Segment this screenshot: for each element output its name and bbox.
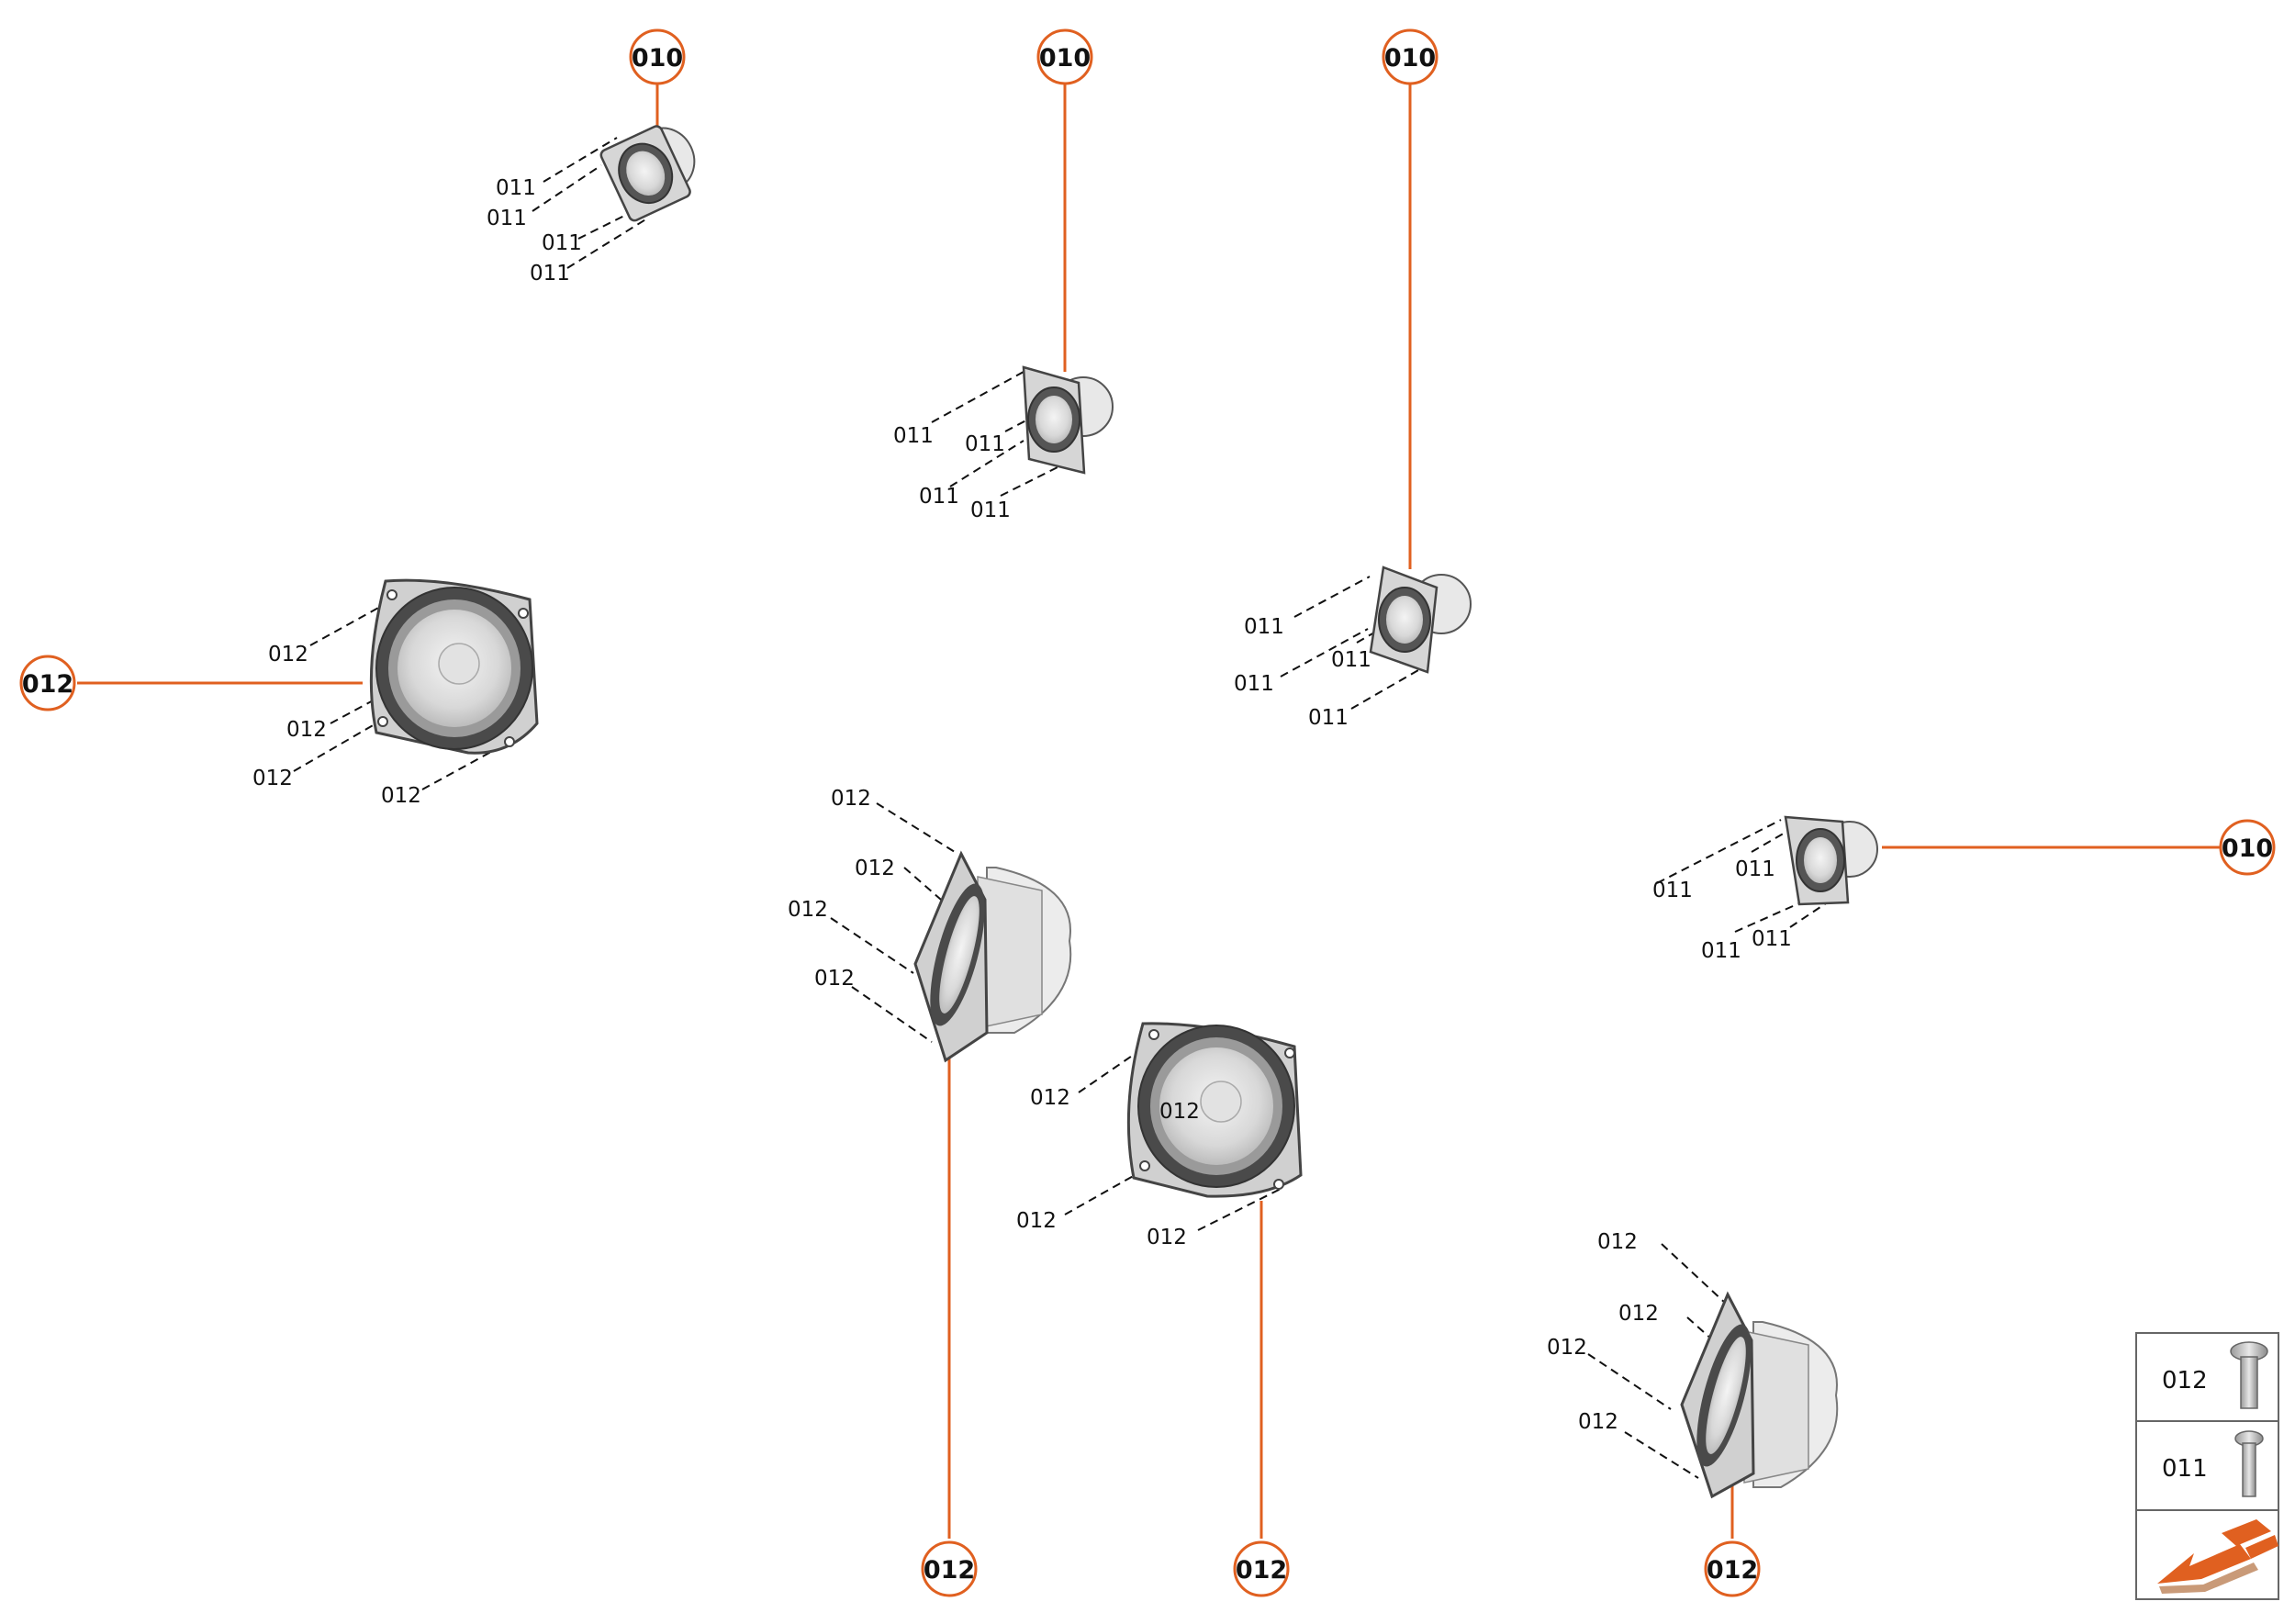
label-012: 012 <box>268 643 308 666</box>
label-012: 012 <box>1016 1209 1057 1233</box>
svg-text:012: 012 <box>1236 1556 1287 1585</box>
tweeter-speaker-4[interactable] <box>1784 815 1878 906</box>
label-011: 011 <box>542 231 582 255</box>
label-012: 012 <box>1597 1230 1638 1254</box>
parts-legend: 012 011 <box>2135 1332 2279 1600</box>
label-012: 012 <box>1547 1336 1587 1360</box>
label-012: 012 <box>1030 1086 1070 1110</box>
svg-text:010: 010 <box>1039 44 1091 73</box>
screw-large-icon <box>2230 1341 2268 1409</box>
label-011: 011 <box>1752 927 1792 951</box>
svg-text:010: 010 <box>1384 44 1436 73</box>
woofer-speaker-2[interactable] <box>913 850 1072 1063</box>
tweeter-speaker-3[interactable] <box>1369 566 1472 674</box>
legend-row-012[interactable]: 012 <box>2162 1341 2268 1409</box>
label-012: 012 <box>1147 1226 1187 1249</box>
label-012: 012 <box>855 857 895 880</box>
leader-lines <box>77 80 2220 1539</box>
label-012: 012 <box>1159 1100 1200 1124</box>
label-011: 011 <box>530 262 570 286</box>
label-012: 012 <box>788 898 828 922</box>
label-011: 011 <box>1735 857 1775 881</box>
svg-text:011: 011 <box>2162 1455 2208 1483</box>
woofer-speaker-3[interactable] <box>1126 1022 1303 1198</box>
label-011: 011 <box>1652 879 1693 902</box>
callout-010-b[interactable]: 010 <box>1036 28 1093 85</box>
svg-text:012: 012 <box>924 1556 975 1585</box>
label-011: 011 <box>965 432 1005 456</box>
label-011: 011 <box>487 207 527 230</box>
svg-text:010: 010 <box>632 44 683 73</box>
label-011: 011 <box>970 498 1011 522</box>
woofer-speaker-4[interactable] <box>1680 1291 1839 1499</box>
woofer-speaker-1[interactable] <box>369 578 539 755</box>
label-012: 012 <box>1618 1302 1659 1326</box>
label-011: 011 <box>893 424 934 448</box>
screw-small-icon <box>2234 1430 2264 1497</box>
callout-012-c[interactable]: 012 <box>1233 1540 1290 1597</box>
label-011: 011 <box>1308 706 1349 730</box>
label-012: 012 <box>381 784 421 808</box>
label-011: 011 <box>1331 648 1371 672</box>
label-012: 012 <box>1578 1410 1618 1434</box>
label-012: 012 <box>831 787 871 811</box>
label-011: 011 <box>919 485 959 509</box>
svg-text:012: 012 <box>1707 1556 1758 1585</box>
label-011: 011 <box>1701 939 1741 963</box>
tweeter-speaker-2[interactable] <box>1022 365 1114 475</box>
tweeter-speaker-1[interactable] <box>599 117 710 222</box>
label-012: 012 <box>814 967 855 991</box>
label-012: 012 <box>286 718 327 742</box>
callout-010-d[interactable]: 010 <box>2219 819 2276 876</box>
screw-labels: 011 011 011 011 011 011 011 011 011 011 … <box>252 176 1792 1434</box>
callout-012-a[interactable]: 012 <box>19 655 76 711</box>
svg-text:012: 012 <box>2162 1367 2208 1394</box>
label-011: 011 <box>1244 615 1284 639</box>
callout-012-d[interactable]: 012 <box>1704 1540 1761 1597</box>
callout-010-a[interactable]: 010 <box>629 28 686 85</box>
label-012: 012 <box>252 767 293 790</box>
navigation-arrow-icon[interactable] <box>2157 1519 2278 1594</box>
legend-row-011[interactable]: 011 <box>2162 1430 2264 1497</box>
callout-012-b[interactable]: 012 <box>921 1540 978 1597</box>
svg-text:012: 012 <box>22 670 73 699</box>
dashed-screw-lines <box>293 137 1832 1479</box>
label-011: 011 <box>496 176 536 200</box>
label-011: 011 <box>1234 672 1274 696</box>
callout-010-c[interactable]: 010 <box>1382 28 1439 85</box>
svg-text:010: 010 <box>2222 834 2273 863</box>
